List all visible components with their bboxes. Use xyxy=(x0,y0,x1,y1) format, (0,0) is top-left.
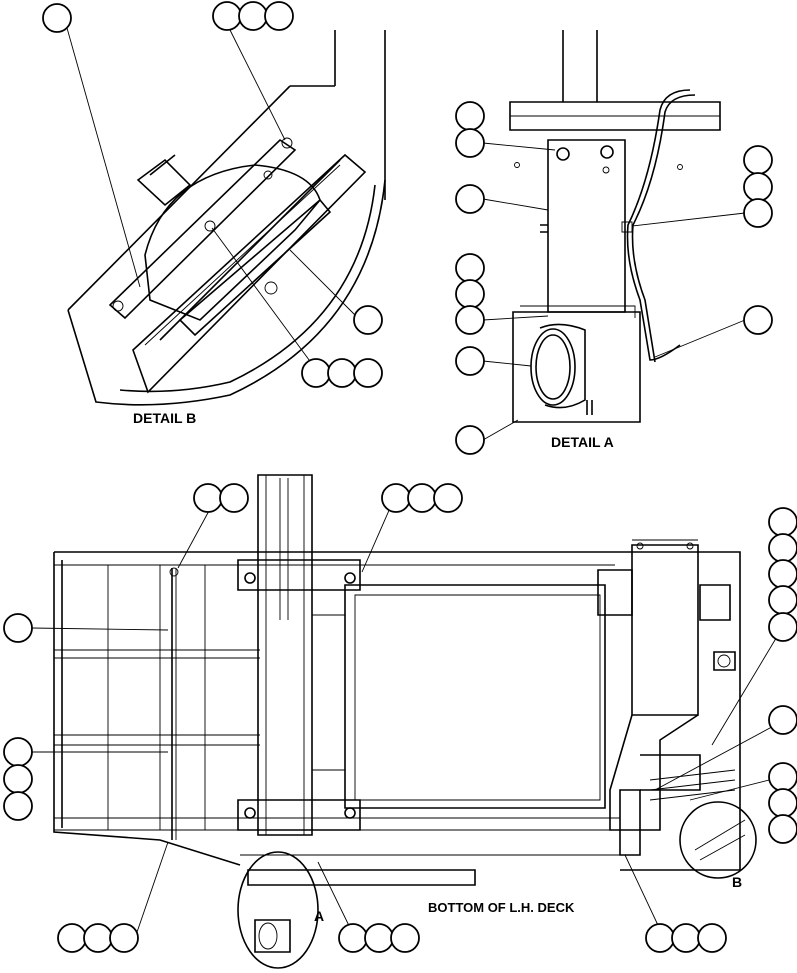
item-balloon xyxy=(3,613,33,643)
item-balloon xyxy=(3,737,33,767)
item-balloon xyxy=(381,483,411,513)
item-balloon xyxy=(455,184,485,214)
callout-a-letter: A xyxy=(314,908,324,924)
item-balloon xyxy=(407,483,437,513)
item-balloon xyxy=(455,279,485,309)
item-balloon xyxy=(768,788,797,818)
item-balloon xyxy=(3,764,33,794)
item-balloon xyxy=(768,585,797,615)
item-balloon xyxy=(455,346,485,376)
item-balloon xyxy=(390,923,420,953)
detail-b-drawing xyxy=(66,21,386,406)
item-balloon xyxy=(645,923,675,953)
detail-a-balloons xyxy=(455,101,773,455)
item-balloon xyxy=(671,923,701,953)
item-balloon xyxy=(455,425,485,455)
detail-b-balloons xyxy=(42,1,383,388)
item-balloon xyxy=(455,253,485,283)
detail-b-title: DETAIL B xyxy=(133,410,196,426)
bottom-deck-caption: BOTTOM OF L.H. DECK xyxy=(428,900,575,915)
item-balloon xyxy=(743,305,773,335)
item-balloon xyxy=(3,791,33,821)
item-balloon xyxy=(768,559,797,589)
item-balloon xyxy=(455,128,485,158)
item-balloon xyxy=(57,923,87,953)
item-balloon xyxy=(83,923,113,953)
item-balloon xyxy=(768,814,797,844)
main-view-drawing xyxy=(31,474,782,969)
item-balloon xyxy=(42,3,72,33)
item-balloon xyxy=(768,533,797,563)
item-balloon xyxy=(743,172,773,202)
item-balloon xyxy=(364,923,394,953)
callout-b-letter: B xyxy=(732,874,742,890)
item-balloon xyxy=(212,1,242,31)
item-balloon xyxy=(768,762,797,792)
item-balloon xyxy=(353,305,383,335)
item-balloon xyxy=(264,1,294,31)
item-balloon xyxy=(743,198,773,228)
item-balloon xyxy=(353,358,383,388)
item-balloon xyxy=(238,1,268,31)
item-balloon xyxy=(768,507,797,537)
item-balloon xyxy=(455,101,485,131)
item-balloon xyxy=(109,923,139,953)
detail-a-drawing xyxy=(482,30,746,441)
item-balloon xyxy=(219,483,249,513)
item-balloon xyxy=(433,483,463,513)
item-balloon xyxy=(193,483,223,513)
item-balloon xyxy=(768,612,797,642)
item-balloon xyxy=(327,358,357,388)
main-view-balloons xyxy=(3,483,797,953)
item-balloon xyxy=(338,923,368,953)
item-balloon xyxy=(301,358,331,388)
item-balloon xyxy=(455,305,485,335)
item-balloon xyxy=(768,705,797,735)
item-balloon xyxy=(697,923,727,953)
item-balloon xyxy=(743,145,773,175)
detail-a-title: DETAIL A xyxy=(551,434,614,450)
